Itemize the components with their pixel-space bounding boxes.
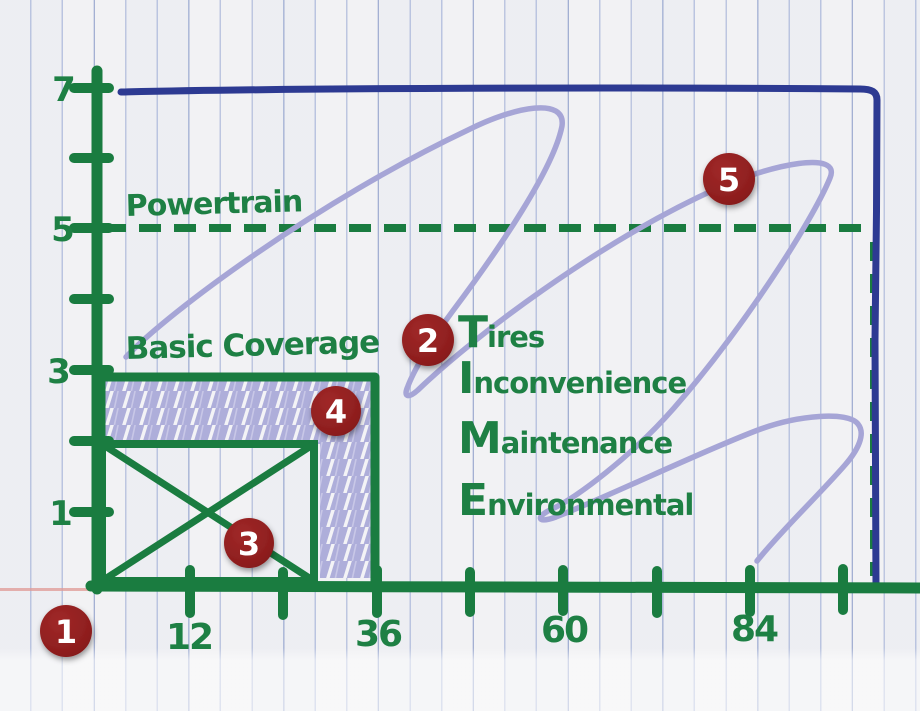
callout-2: 2 <box>402 314 454 366</box>
callout-3: 3 <box>224 518 274 568</box>
x-label-60: 60 <box>541 610 588 651</box>
time-initial-t: T <box>458 307 488 358</box>
time-acronym-list: Tires Inconvenience Maintenance Environm… <box>458 307 694 526</box>
callout-1-circle <box>40 605 92 657</box>
time-rest-environmental: nvironmental <box>487 488 693 522</box>
y-axis-labels: 7 5 3 1 <box>47 70 76 534</box>
basic-coverage-hatched-band <box>105 381 372 578</box>
time-rest-maintenance: aintenance <box>501 426 673 460</box>
callout-markers: 1 2 3 4 5 <box>40 153 755 657</box>
callout-1: 1 <box>40 605 92 657</box>
powertrain-label: Powertrain <box>125 184 302 224</box>
y-label-1: 1 <box>49 494 71 534</box>
x-axis-labels: 12 36 60 84 <box>166 609 780 658</box>
full-coverage-blue-outline <box>117 84 881 590</box>
y-label-5: 5 <box>51 210 73 250</box>
callout-2-number: 2 <box>417 322 439 360</box>
callout-5-circle <box>703 153 755 205</box>
x-label-84: 84 <box>731 609 778 650</box>
cross-diagonal-2 <box>98 440 318 585</box>
y-axis <box>69 65 114 595</box>
y-label-7: 7 <box>52 70 74 110</box>
time-list-item-tires: Tires <box>458 307 544 358</box>
time-initial-i: I <box>458 353 473 404</box>
time-initial-e: E <box>458 475 487 526</box>
time-list-item-maintenance: Maintenance <box>458 413 673 464</box>
basic-coverage-label: Basic Coverage <box>125 324 379 367</box>
x-label-36: 36 <box>355 614 402 655</box>
x-axis <box>85 564 920 620</box>
callout-3-number: 3 <box>238 525 260 563</box>
y-label-3: 3 <box>47 352 69 392</box>
callout-4-number: 4 <box>325 393 347 431</box>
callout-5-number: 5 <box>718 161 740 199</box>
x-axis-ticks <box>185 564 848 620</box>
callout-4-circle <box>311 386 361 436</box>
time-rest-inconvenience: nconvenience <box>473 366 686 400</box>
callout-4: 4 <box>311 386 361 436</box>
callout-2-circle <box>402 314 454 366</box>
time-list-item-environmental: Environmental <box>458 475 693 526</box>
highlight-scribble-loops <box>123 105 864 564</box>
y-axis-ticks <box>69 83 114 517</box>
callout-3-circle <box>224 518 274 568</box>
time-initial-m: M <box>458 413 501 464</box>
time-list-item-inconvenience: Inconvenience <box>458 353 686 404</box>
x-label-12: 12 <box>166 617 212 658</box>
time-rest-tires: ires <box>487 320 544 354</box>
crossed-out-box <box>98 440 318 585</box>
callout-5: 5 <box>703 153 755 205</box>
callout-1-number: 1 <box>55 613 77 651</box>
